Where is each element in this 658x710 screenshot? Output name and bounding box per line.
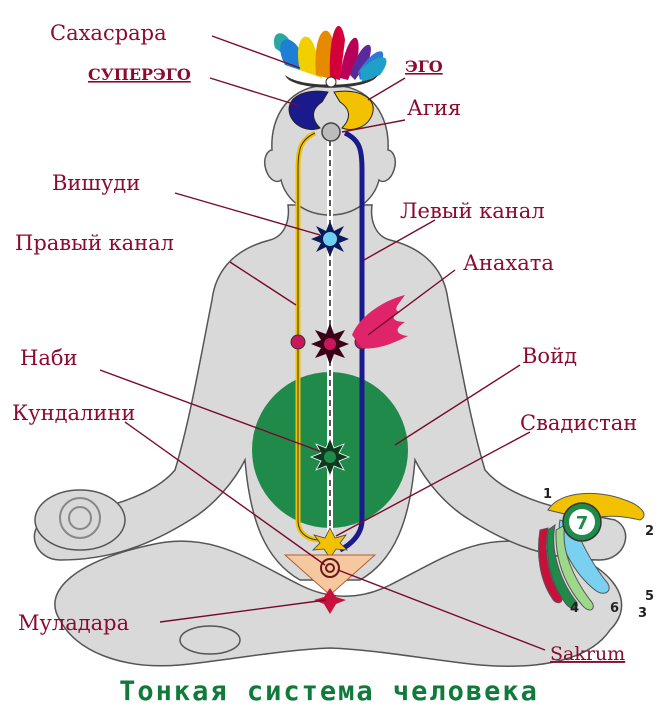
left-hand — [35, 490, 125, 550]
chakra-star-icon — [311, 221, 349, 257]
hand-number-5: 5 — [645, 589, 654, 604]
hand-number-1: 1 — [543, 487, 552, 502]
lower-hand — [180, 626, 240, 654]
label-sakrum: Sakrum — [550, 643, 625, 665]
hand-number-4: 4 — [570, 601, 579, 616]
label-svadistan: Свадистан — [520, 411, 637, 435]
label-right-channel: Правый канал — [15, 231, 174, 255]
label-kundalini: Кундалини — [12, 401, 135, 425]
label-superego: СУПЕРЭГО — [88, 65, 191, 84]
label-anahata: Анахата — [463, 251, 554, 275]
hand-number-3: 3 — [638, 606, 647, 621]
label-muladara: Муладара — [18, 611, 129, 635]
agia-chakra — [322, 123, 340, 141]
label-vishudi: Вишуди — [52, 171, 140, 195]
label-nabi: Наби — [20, 346, 77, 370]
hand-number-7: 7 — [576, 513, 589, 534]
hand-number-2: 2 — [645, 524, 654, 539]
label-void: Войд — [522, 344, 577, 368]
label-agia: Агия — [407, 96, 461, 120]
label-left-channel: Левый канал — [400, 199, 545, 223]
label-sahasrara: Сахасрара — [50, 21, 167, 45]
label-ego: ЭГО — [405, 57, 443, 76]
hand-number-6: 6 — [610, 601, 619, 616]
diagram-title: Тонкая система человека — [119, 676, 539, 707]
lotus-icon — [274, 26, 386, 88]
